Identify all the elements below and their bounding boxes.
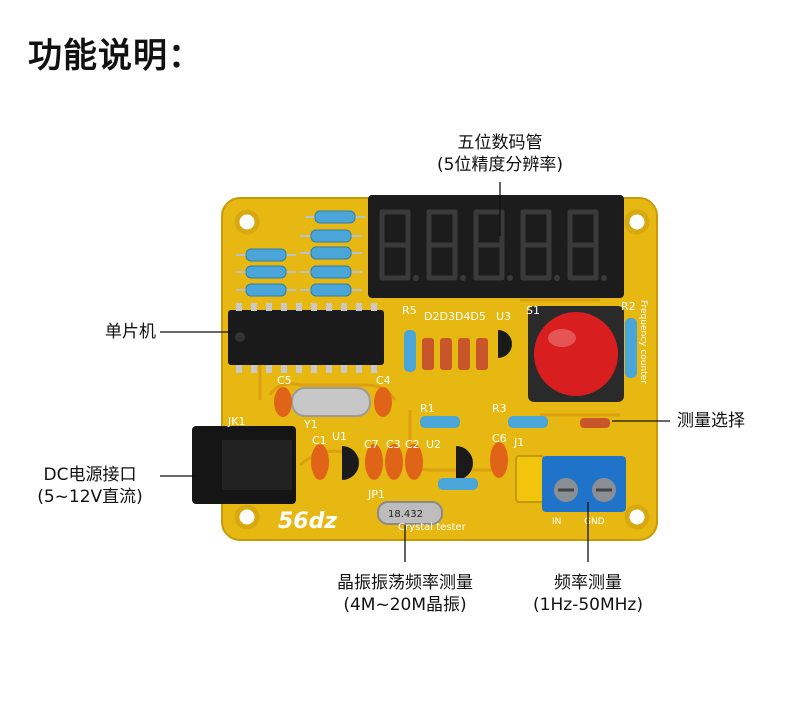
label-power: DC电源接口 (5~12V直流) — [37, 465, 143, 507]
capacitor-c4 — [374, 387, 392, 417]
silk-s1: S1 — [526, 304, 540, 317]
display-dot — [460, 275, 466, 281]
resistor-r3 — [508, 416, 548, 428]
display-dot — [554, 275, 560, 281]
silk-j1: J1 — [513, 436, 524, 449]
chip-pin — [281, 365, 287, 373]
silk-u2: U2 — [426, 438, 441, 451]
silk-r3: R3 — [492, 402, 507, 415]
screw-terminal — [542, 456, 626, 512]
silk-in: IN — [552, 517, 561, 527]
chip-pin — [371, 365, 377, 373]
resistor-r1 — [420, 416, 460, 428]
label-select: 测量选择 — [677, 411, 745, 431]
silk-c3: C3 — [386, 438, 401, 451]
chip-pin — [311, 303, 317, 311]
silk-c2: C2 — [405, 438, 420, 451]
silk-u1: U1 — [332, 430, 347, 443]
label-display: 五位数码管 (5位精度分辨率) — [436, 133, 564, 175]
chip-pin — [356, 303, 362, 311]
crystal-y1 — [291, 387, 371, 417]
resistor-r5 — [404, 330, 416, 372]
silk-c1: C1 — [312, 434, 327, 447]
capacitor-c2 — [405, 444, 423, 480]
capacitor-c5 — [274, 387, 292, 417]
chip-pin — [236, 303, 242, 311]
capacitor-c1 — [311, 444, 329, 480]
silk-c4: C4 — [376, 374, 391, 387]
diode-select — [580, 418, 610, 428]
chip-pin — [251, 365, 257, 373]
silk-d-row: D2D3D4D5 — [424, 310, 486, 323]
capacitor-c6 — [490, 442, 508, 478]
chip-pin — [266, 303, 272, 311]
silk-gnd: GND — [584, 517, 605, 527]
transistor-u3 — [498, 330, 512, 358]
display-dot — [601, 275, 607, 281]
chip-pin — [371, 303, 377, 311]
chip-pin — [296, 303, 302, 311]
chip-pin — [326, 303, 332, 311]
chip-pin — [251, 303, 257, 311]
display-dot — [413, 275, 419, 281]
crystal-socket-jp1 — [377, 501, 443, 525]
label-crystal: 晶振振荡频率测量 (4M~20M晶振) — [337, 573, 473, 615]
silk-c5: C5 — [277, 374, 292, 387]
push-button-s1 — [528, 306, 624, 402]
label-freq: 频率测量 (1Hz-50MHz) — [533, 573, 643, 615]
display-dot — [507, 275, 513, 281]
silk-r5: R5 — [402, 304, 417, 317]
silk-r2: R2 — [621, 300, 636, 313]
diode-row — [422, 338, 488, 370]
silk-jp1: JP1 — [367, 488, 385, 501]
silk-side-text: Frequency counter — [638, 300, 648, 384]
capacitor-c3 — [385, 444, 403, 480]
resistors — [245, 210, 356, 297]
silk-jk1: JK1 — [227, 415, 245, 428]
silk-r1: R1 — [420, 402, 435, 415]
silkscreen-text: R5 D2D3D4D5 U3 S1 R2 C5 C4 Y1 JK1 R1 R3 … — [227, 300, 648, 534]
silk-y1: Y1 — [303, 418, 318, 431]
chip-pin — [311, 365, 317, 373]
chip-pin — [281, 303, 287, 311]
silk-u3: U3 — [496, 310, 511, 323]
silk-logo: 56dz — [278, 509, 337, 534]
dc-jack — [192, 426, 296, 504]
chip-pin — [266, 365, 272, 373]
page-title: 功能说明： — [28, 36, 203, 76]
seven-segment-display — [368, 195, 624, 298]
chip-pin — [341, 365, 347, 373]
silk-crystal-mark: 18.432 — [388, 509, 423, 520]
chip-pin — [236, 365, 242, 373]
regulator-u1 — [342, 446, 359, 480]
chip-pin — [356, 365, 362, 373]
chip-pin — [326, 365, 332, 373]
capacitor-c7 — [365, 444, 383, 480]
microcontroller-chip — [228, 303, 384, 373]
resistor-lower — [438, 478, 478, 490]
chip-pin — [296, 365, 302, 373]
callout-leaders — [160, 182, 670, 562]
mounting-holes — [234, 209, 650, 530]
resistor-r2 — [625, 318, 637, 378]
silk-c6: C6 — [492, 432, 507, 445]
jumper-j1 — [515, 455, 545, 503]
chip-pin — [341, 303, 347, 311]
transistor-u2 — [456, 446, 473, 480]
label-mcu: 单片机 — [105, 322, 156, 342]
silk-subtitle: Crystal tester — [398, 522, 467, 533]
silk-c7: C7 — [364, 438, 379, 451]
